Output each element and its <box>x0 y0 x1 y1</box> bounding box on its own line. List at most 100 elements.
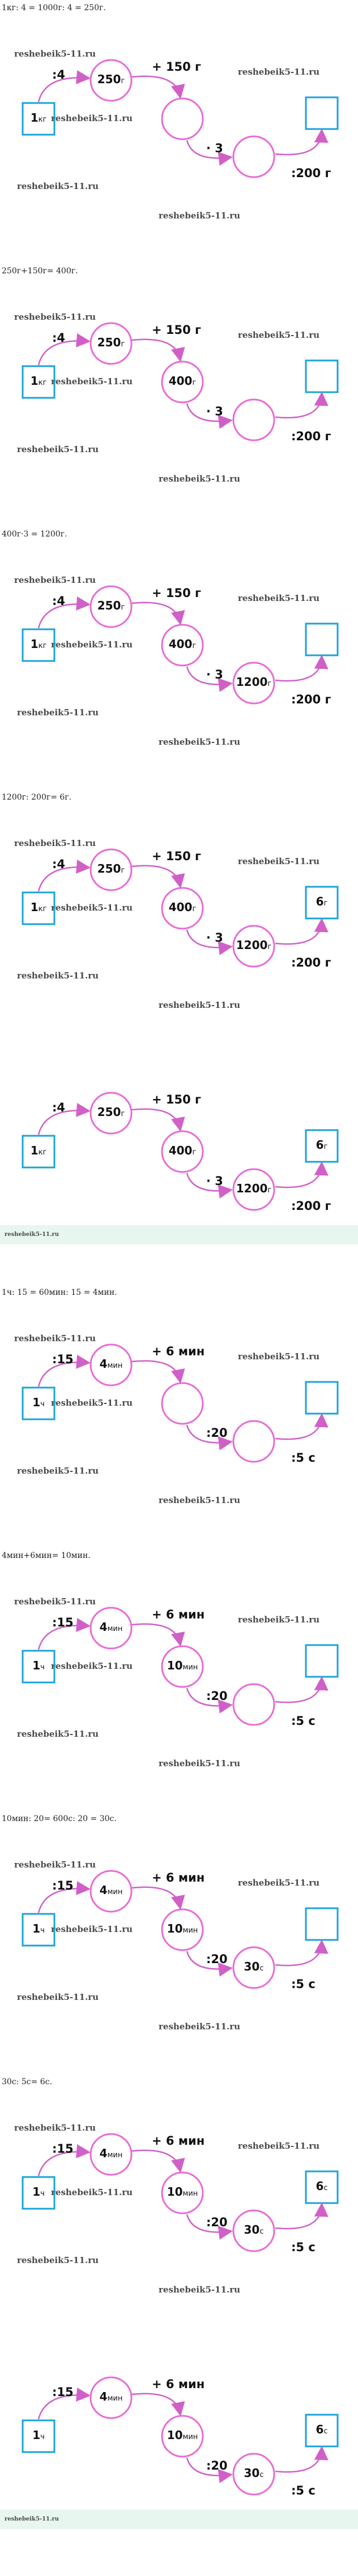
n2-value: 10 <box>167 2428 183 2442</box>
arrow-2 <box>131 1623 185 1647</box>
left-unit: ч <box>40 1400 45 1409</box>
arrow-4 <box>275 655 329 682</box>
n1-value: 4 <box>99 2146 108 2160</box>
div-op: :15 <box>52 1879 74 1892</box>
n3-value: 1200 <box>236 675 268 689</box>
node-value-1: 4мин <box>88 1620 134 1634</box>
left-unit: ч <box>40 2433 45 2441</box>
node-circle-3 <box>232 925 275 968</box>
start-value: 1ч <box>22 2185 56 2199</box>
left-unit: кг <box>38 1148 47 1157</box>
node-value-2: 10мин <box>160 2428 205 2442</box>
n2-value: 10 <box>167 2185 183 2199</box>
watermark-text: reshebeik5-11.ru <box>14 312 96 322</box>
node-circle-2 <box>161 97 204 140</box>
arrow-2 <box>131 1886 185 1910</box>
n3-value: 30 <box>244 2223 260 2236</box>
div-op: :15 <box>52 2142 74 2156</box>
diagram-graphics <box>22 2376 339 2496</box>
operation-diagram: :15 + 6 мин :20 :5 с 1ч 4мин 10мин <box>0 1588 358 1736</box>
left-unit: кг <box>38 115 47 124</box>
watermark-text: reshebeik5-11.ru <box>238 1351 320 1362</box>
start-value: 1кг <box>22 900 56 914</box>
node-circle-3 <box>232 1946 275 1989</box>
watermark-text: reshebeik5-11.ru <box>238 330 320 340</box>
node-value-1: 4мин <box>88 1883 134 1897</box>
div-op: :4 <box>52 68 66 81</box>
arrow-4 <box>275 1939 329 1967</box>
arrow-3 <box>186 1173 233 1199</box>
diagram-graphics <box>22 585 339 705</box>
arrow-1 <box>37 1881 91 1913</box>
start-box <box>22 1913 56 1947</box>
n3-unit: с <box>259 1964 264 1973</box>
node-circle-1 <box>90 1870 133 1913</box>
arrow-4 <box>275 1161 329 1188</box>
result-unit: с <box>323 2427 328 2436</box>
watermark-text: reshebeik5-11.ru <box>14 49 96 59</box>
n3-unit: г <box>267 1186 272 1195</box>
operation-diagram: :4 + 150 г · 3 :200 г 1кг 250г <box>0 41 358 188</box>
add-op: + 6 мин <box>152 2134 205 2148</box>
arrow-1 <box>37 70 91 102</box>
arrow-1 <box>37 333 91 366</box>
mul-op: :20 <box>206 1689 228 1703</box>
n1-unit: г <box>121 603 125 612</box>
sub-op: :200 г <box>291 1199 331 1213</box>
node-value-1: 4мин <box>88 1357 134 1371</box>
watermark-text: reshebeik5-11.ru <box>238 67 320 77</box>
diagram-graphics <box>22 2133 339 2252</box>
n1-value: 4 <box>99 1357 108 1371</box>
watermark-text: reshebeik5-11.ru <box>159 2285 241 2295</box>
result-box <box>305 622 339 656</box>
mul-op: :20 <box>206 1952 228 1966</box>
sub-op: :5 с <box>291 1714 316 1728</box>
result-unit: г <box>323 899 328 908</box>
arrow-3 <box>186 2214 233 2240</box>
watermark-text: reshebeik5-11.ru <box>51 1924 133 1934</box>
left-value: 1 <box>30 1144 39 1157</box>
n2-value: 10 <box>167 1659 183 1672</box>
watermark-text: reshebeik5-11.ru <box>17 1466 99 1476</box>
n1-unit: мин <box>107 1362 123 1370</box>
watermark-text: reshebeik5-11.ru <box>159 474 241 484</box>
arrow-4 <box>275 392 329 419</box>
n1-value: 250 <box>97 72 121 86</box>
sub-op: :200 г <box>291 693 331 706</box>
start-value: 1кг <box>22 111 56 124</box>
n2-unit: г <box>192 379 197 387</box>
left-unit: кг <box>38 905 47 913</box>
watermark-text: reshebeik5-11.ru <box>51 1661 133 1671</box>
div-op: :4 <box>52 331 66 345</box>
operation-diagram: :4 + 150 г · 3 :200 г 1кг 250г 400г 1200… <box>0 830 358 977</box>
arrow-2 <box>131 2393 185 2416</box>
left-value: 1 <box>30 111 39 124</box>
node-circle-3 <box>232 662 275 705</box>
arrow-3 <box>186 929 233 955</box>
watermark-text: reshebeik5-11.ru <box>14 1596 96 1607</box>
arrow-3 <box>186 2457 233 2483</box>
watermark-text: reshebeik5-11.ru <box>159 737 241 747</box>
watermark-text: reshebeik5-11.ru <box>17 707 99 718</box>
operation-diagram: :15 + 6 мин :20 :5 с 1ч 4мин 10мин 30с 6… <box>0 2115 358 2262</box>
diagram-graphics <box>22 1092 339 1211</box>
watermark-text: reshebeik5-11.ru <box>159 1495 241 1505</box>
node-value-3: 30с <box>231 1960 276 1973</box>
left-value: 1 <box>32 1922 41 1935</box>
n3-value: 30 <box>244 2466 260 2480</box>
mul-op: · 3 <box>206 1174 223 1188</box>
step-equation: 1200г: 200г= 6г. <box>2 793 72 802</box>
n1-unit: мин <box>107 1888 123 1896</box>
result-value: 6с <box>305 2179 339 2193</box>
start-value: 1кг <box>22 374 56 388</box>
watermark-text: reshebeik5-11.ru <box>17 1992 99 2002</box>
result-value: 6 <box>316 895 324 908</box>
arrow-2 <box>131 1360 185 1384</box>
node-value-1: 4мин <box>88 2390 134 2403</box>
watermark-text: reshebeik5-11.ru <box>17 971 99 981</box>
arrow-4 <box>275 1413 329 1440</box>
left-value: 1 <box>32 2185 41 2199</box>
n2-unit: г <box>192 642 197 650</box>
n2-value: 10 <box>167 1922 183 1935</box>
node-circle-3 <box>232 1168 275 1211</box>
